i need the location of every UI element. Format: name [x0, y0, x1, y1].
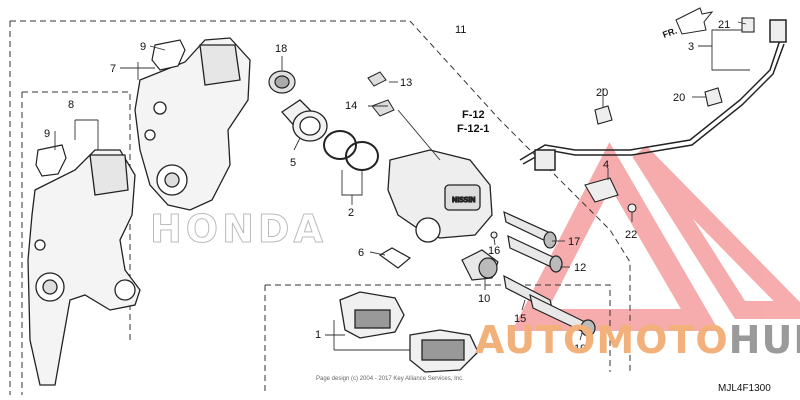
- section-ref-1: F-12: [462, 109, 485, 121]
- callout-2: 2: [348, 207, 354, 219]
- copyright-notice: Page design (c) 2004 - 2017 Key Alliance…: [316, 376, 464, 382]
- callout-11: 11: [455, 24, 466, 36]
- caliper-bracket-front: [27, 149, 141, 386]
- callout-17: 17: [568, 236, 580, 248]
- callout-1: 1: [315, 329, 321, 341]
- callout-12: 12: [574, 262, 586, 274]
- callout-22: 22: [625, 229, 637, 241]
- watermark-part-1: AUTOMOTO: [475, 318, 729, 362]
- group-boundaries: [9, 20, 631, 395]
- slide-pins: [503, 210, 596, 337]
- callout-8: 8: [68, 99, 74, 111]
- callout-20a: 20: [596, 87, 608, 99]
- watermark-part-2: HUB: [728, 318, 800, 362]
- callout-3: 3: [688, 41, 694, 53]
- front-direction-marker: FR.: [661, 7, 714, 40]
- callout-9a: 9: [140, 41, 146, 53]
- caliper-body: NISSIN: [387, 149, 493, 243]
- callout-10: 10: [478, 293, 490, 305]
- callout-14: 14: [345, 100, 357, 112]
- brake-hose: [519, 19, 787, 171]
- callout-16: 16: [488, 245, 500, 257]
- pad-spring: [378, 247, 412, 269]
- callout-19: 19: [574, 343, 586, 355]
- boot: [268, 70, 296, 94]
- svg-text:NISSIN: NISSIN: [452, 196, 476, 204]
- reference-code: MJL4F1300: [718, 383, 771, 394]
- piston: [281, 99, 328, 142]
- callout-13: 13: [400, 77, 412, 89]
- callout-9b: 9: [44, 128, 50, 140]
- section-ref-2: F-12-1: [457, 123, 489, 135]
- callout-6: 6: [358, 247, 364, 259]
- front-marker-label: FR.: [661, 26, 678, 40]
- leader-lines: [54, 21, 750, 351]
- watermark-triangle: [511, 142, 800, 331]
- brake-pads: [339, 291, 479, 373]
- seal-set: [323, 130, 379, 171]
- callout-numbers: 1 2 3 4 5 6 7 8 9 9 10 11 12 13 14 15 16…: [44, 19, 730, 355]
- caliper-bracket-rear: [134, 37, 251, 211]
- callout-7: 7: [110, 63, 116, 75]
- callout-21: 21: [718, 19, 730, 31]
- callout-18: 18: [275, 43, 287, 55]
- callout-15: 15: [514, 313, 526, 325]
- pin-boot: [461, 249, 499, 281]
- callout-4: 4: [603, 159, 609, 171]
- pad-clip: [35, 39, 186, 177]
- watermark-text: AUTOMOTOHUB: [475, 318, 800, 362]
- bleeder-screw: [367, 71, 395, 117]
- callout-5: 5: [290, 157, 296, 169]
- callout-20b: 20: [673, 92, 685, 104]
- background-brand: HONDA: [150, 207, 327, 251]
